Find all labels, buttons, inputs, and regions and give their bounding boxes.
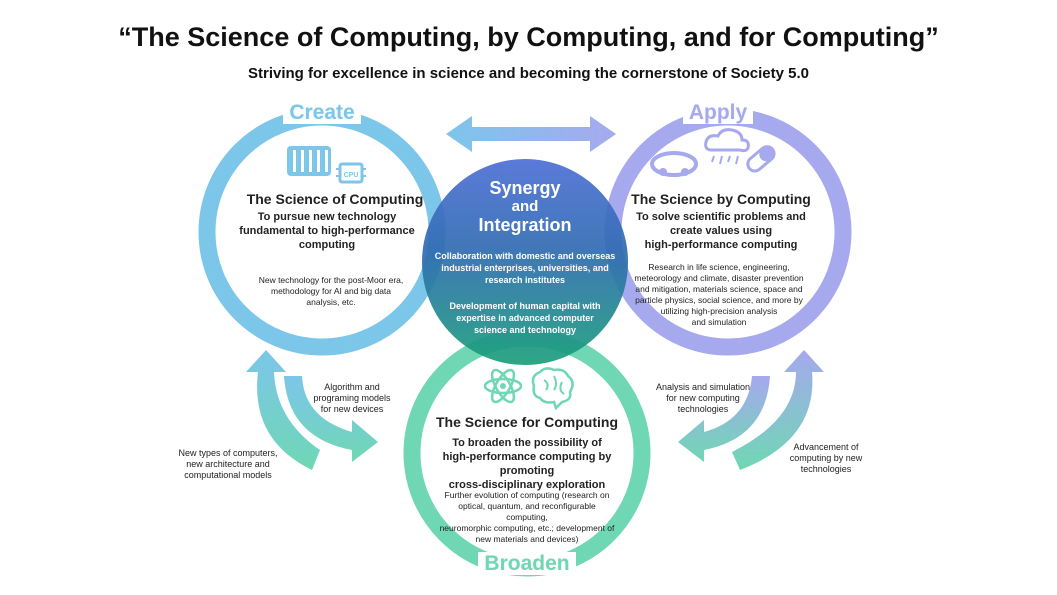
analysis-label: Analysis and simulation for new computin… [655,382,751,414]
new-types-label: New types of computers, new architecture… [178,448,278,480]
apply-label: Apply [673,101,763,125]
server-icon [287,146,331,176]
car-icon [650,151,698,177]
broaden-detail: Further evolution of computing (research… [439,490,615,544]
apply-detail: Research in life science, engineering, m… [634,262,804,327]
create-heading: The Science of Computing [246,191,424,207]
algorithm-label: Algorithm and programing models for new … [313,382,391,414]
right-up-arrow [732,350,824,470]
apply-heading: The Science by Computing [631,191,811,207]
create-subtext: To pursue new technology fundamental to … [239,211,415,251]
broaden-subtext: To broaden the possibility of high-perfo… [442,437,612,491]
create-label: Create [277,101,367,125]
synergy-title: Synergy and Integration [478,178,572,235]
svg-text:CPU: CPU [344,172,359,179]
cpu-chip-icon: CPU [336,162,366,184]
top-double-arrow [446,116,616,152]
advancement-label: Advancement of computing by new technolo… [789,442,863,474]
synergy-collaboration-text: Collaboration with domestic and overseas… [434,251,616,285]
left-up-arrow [246,350,320,470]
broaden-label: Broaden [467,552,587,576]
page-title: “The Science of Computing, by Computing,… [118,22,939,52]
synergy-human-capital-text: Development of human capital with expert… [449,301,601,335]
broaden-heading: The Science for Computing [435,414,618,430]
apply-subtext: To solve scientific problems and create … [636,211,806,251]
left-down-arrow [284,376,378,462]
page-subtitle: Striving for excellence in science and b… [247,65,809,82]
atom-icon [483,368,523,404]
rain-cloud-icon [704,128,750,165]
right-left-arrow [678,376,770,462]
create-detail: New technology for the post-Moor era, me… [258,275,404,307]
capsule-icon [746,145,776,173]
synergy-circle [422,159,628,365]
brain-icon [531,367,574,411]
